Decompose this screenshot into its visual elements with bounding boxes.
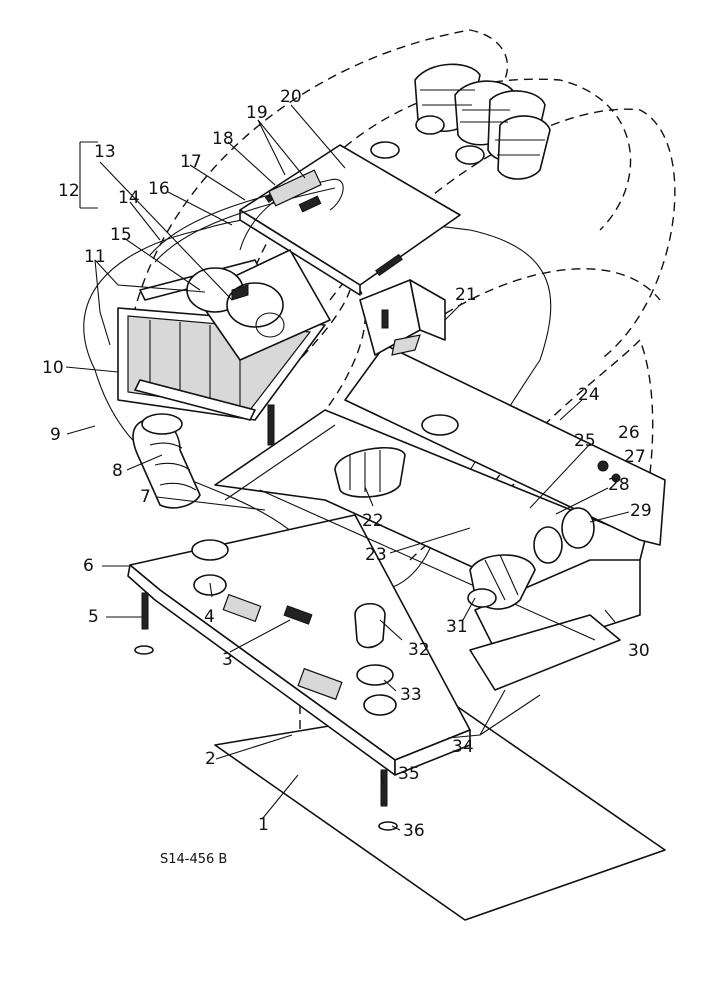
callout-34: 34: [452, 737, 474, 757]
callout-17: 17: [180, 152, 202, 172]
callout-29: 29: [630, 501, 652, 521]
callout-4: 4: [204, 607, 215, 627]
duct-hose-left: [132, 413, 201, 509]
callout-19: 19: [246, 103, 268, 123]
callout-26: 26: [618, 423, 640, 443]
resistor-block: [268, 169, 322, 213]
callout-7: 7: [140, 487, 151, 507]
leader-lines: [65, 104, 630, 831]
callout-16: 16: [148, 179, 170, 199]
callout-27: 27: [624, 447, 646, 467]
callout-15: 15: [110, 225, 132, 245]
callout-20: 20: [280, 87, 302, 107]
callout-5: 5: [88, 607, 99, 627]
callout-8: 8: [112, 461, 123, 481]
hose-clamps: [370, 141, 595, 564]
callout-28: 28: [608, 475, 630, 495]
callout-11: 11: [84, 247, 106, 267]
callout-30: 30: [628, 641, 650, 661]
duct-hose-right: [467, 554, 536, 610]
callout-2: 2: [205, 749, 216, 769]
callout-1: 1: [258, 815, 269, 835]
callout-9: 9: [50, 425, 61, 445]
callout-35: 35: [398, 764, 420, 784]
drawing-reference-code: S14-456 B: [160, 852, 227, 867]
callout-23: 23: [365, 545, 387, 565]
callout-21: 21: [455, 285, 477, 305]
outlet-hoses: [414, 63, 551, 180]
duct-hose-center: [334, 447, 406, 498]
callout-32: 32: [408, 640, 430, 660]
mounting-bracket: [359, 279, 446, 356]
callout-33: 33: [400, 685, 422, 705]
fasteners: [134, 404, 621, 831]
callout-22: 22: [362, 511, 384, 531]
callout-13: 13: [94, 142, 116, 162]
callout-12: 12: [58, 181, 80, 201]
callout-24: 24: [578, 385, 600, 405]
callout-25: 25: [574, 431, 596, 451]
callout-36: 36: [403, 821, 425, 841]
callout-31: 31: [446, 617, 468, 637]
callout-6: 6: [83, 556, 94, 576]
callout-labels: 1 2 3 4 5 6 7 8 9 10 11 12 13 14 15 16 1…: [42, 87, 652, 841]
callout-18: 18: [212, 129, 234, 149]
callout-14: 14: [118, 188, 140, 208]
callout-3: 3: [222, 650, 233, 670]
blower-motor: [186, 249, 331, 361]
callout-10: 10: [42, 358, 64, 378]
